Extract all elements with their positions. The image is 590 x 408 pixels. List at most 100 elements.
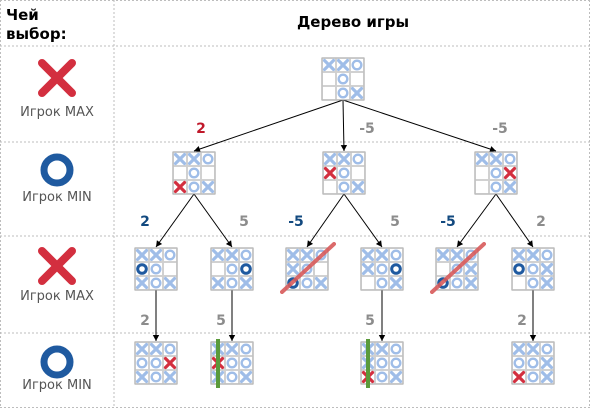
x-mark bbox=[173, 180, 187, 194]
o-mark bbox=[376, 277, 388, 289]
arrow-head bbox=[152, 335, 160, 341]
x-mark bbox=[540, 276, 554, 290]
o-mark bbox=[451, 277, 463, 289]
arrow-head bbox=[228, 335, 236, 341]
o-mark bbox=[376, 357, 388, 369]
x-mark bbox=[540, 356, 554, 370]
arrow-head bbox=[529, 335, 537, 341]
o-mark bbox=[287, 277, 299, 289]
x-mark bbox=[239, 276, 253, 290]
o-mark bbox=[490, 167, 502, 179]
board-cell bbox=[512, 276, 526, 290]
o-mark bbox=[541, 343, 553, 355]
arrow-l1-to-l2 bbox=[193, 193, 233, 248]
ring-icon bbox=[40, 153, 74, 187]
board-level1 bbox=[322, 151, 366, 195]
board-cell bbox=[211, 262, 225, 276]
arrow-l1-to-l2 bbox=[343, 193, 383, 248]
value-label: 2 bbox=[517, 313, 527, 329]
board-cell bbox=[350, 72, 364, 86]
player-label-max-1: Игрок MAX bbox=[20, 105, 94, 120]
player-label-max-2: Игрок MAX bbox=[20, 289, 94, 304]
board-cell bbox=[314, 262, 328, 276]
value-label: 2 bbox=[536, 214, 546, 230]
value-label: -5 bbox=[492, 121, 508, 137]
x-mark bbox=[135, 370, 149, 384]
o-mark bbox=[541, 249, 553, 261]
board-cell bbox=[173, 166, 187, 180]
o-mark bbox=[136, 357, 148, 369]
arrow-line bbox=[306, 193, 345, 248]
o-mark bbox=[527, 263, 539, 275]
o-mark bbox=[150, 357, 162, 369]
game-tree-title: Дерево игры bbox=[296, 13, 410, 31]
value-label: -5 bbox=[359, 121, 375, 137]
o-mark bbox=[490, 181, 502, 193]
o-mark bbox=[226, 277, 238, 289]
o-mark bbox=[376, 371, 388, 383]
x-mark bbox=[350, 86, 364, 100]
o-mark bbox=[315, 249, 327, 261]
o-mark bbox=[188, 167, 200, 179]
value-label: 2 bbox=[196, 121, 206, 137]
arrow-head bbox=[225, 240, 232, 247]
player-label-min-1: Игрок MIN bbox=[22, 190, 92, 205]
x-mark bbox=[225, 342, 239, 356]
o-mark bbox=[150, 371, 162, 383]
board-cell bbox=[163, 262, 177, 276]
arrow-line bbox=[343, 193, 383, 248]
board-cell bbox=[475, 180, 489, 194]
x-mark bbox=[436, 248, 450, 262]
board-cell bbox=[436, 262, 450, 276]
x-mark bbox=[526, 342, 540, 356]
board-cell bbox=[322, 72, 336, 86]
x-mark bbox=[322, 58, 336, 72]
arrow-root-to-l1 bbox=[342, 99, 497, 153]
x-mark bbox=[149, 248, 163, 262]
x-mark bbox=[225, 248, 239, 262]
o-mark bbox=[338, 181, 350, 193]
board-root bbox=[321, 57, 365, 101]
x-mark bbox=[464, 262, 478, 276]
x-mark bbox=[503, 180, 517, 194]
arrow-head bbox=[489, 146, 496, 153]
o-mark bbox=[527, 277, 539, 289]
x-mark bbox=[239, 370, 253, 384]
x-mark bbox=[512, 248, 526, 262]
arrow-head bbox=[457, 240, 464, 247]
x-mark bbox=[375, 248, 389, 262]
arrow-head bbox=[307, 240, 314, 247]
player-label-min-2: Игрок MIN bbox=[22, 378, 92, 393]
o-mark bbox=[188, 181, 200, 193]
board-level2 bbox=[210, 247, 254, 291]
x-mark bbox=[201, 180, 215, 194]
x-mark bbox=[286, 248, 300, 262]
arrow-line bbox=[456, 193, 497, 248]
cross-icon bbox=[38, 59, 76, 97]
x-mark bbox=[464, 276, 478, 290]
value-label: -5 bbox=[288, 214, 304, 230]
o-mark bbox=[390, 249, 402, 261]
x-mark bbox=[361, 262, 375, 276]
x-mark bbox=[512, 342, 526, 356]
o-mark bbox=[164, 343, 176, 355]
x-mark bbox=[300, 248, 314, 262]
arrow-head bbox=[194, 146, 201, 153]
arrow-l1-to-l2 bbox=[456, 193, 497, 248]
x-mark bbox=[450, 248, 464, 262]
x-mark bbox=[361, 248, 375, 262]
board-cell bbox=[201, 166, 215, 180]
arrow-line bbox=[155, 193, 195, 248]
o-mark bbox=[226, 357, 238, 369]
o-mark bbox=[504, 153, 516, 165]
o-mark bbox=[240, 343, 252, 355]
x-mark bbox=[351, 180, 365, 194]
o-mark bbox=[338, 167, 350, 179]
o-mark bbox=[376, 263, 388, 275]
x-mark bbox=[149, 342, 163, 356]
x-mark bbox=[211, 276, 225, 290]
cross-icon bbox=[38, 247, 76, 285]
x-mark bbox=[163, 276, 177, 290]
